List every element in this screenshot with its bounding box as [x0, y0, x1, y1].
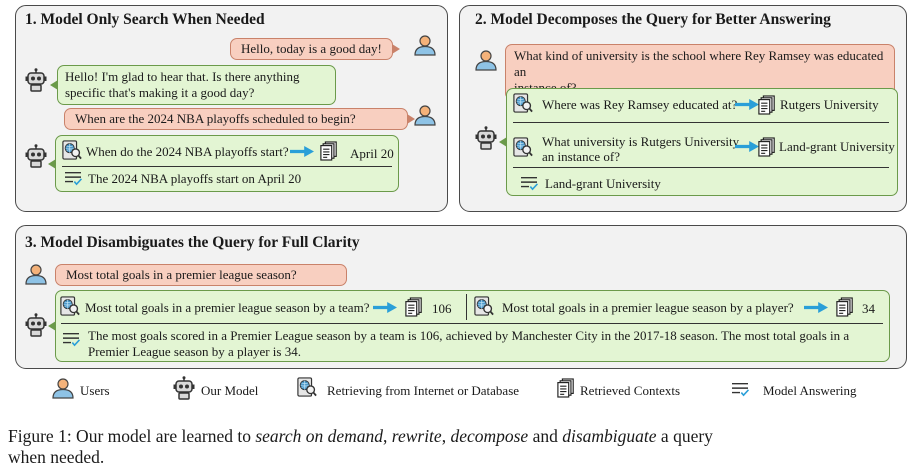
documents-icon — [320, 141, 338, 161]
documents-icon — [836, 297, 854, 317]
panel1-model-text-line2: specific that's making it a good day? — [65, 85, 255, 100]
documents-icon — [405, 297, 423, 317]
robot-icon — [474, 126, 498, 150]
caption-prefix: Figure 1: Our model are learned to — [8, 426, 256, 446]
panel1-user-bubble-2: When are the 2024 NBA playoffs scheduled… — [64, 108, 415, 130]
panel2-sub1-result: Rutgers University — [780, 97, 879, 112]
answer-icon — [519, 175, 539, 191]
panel2-answer-text: Land-grant University — [545, 176, 661, 191]
retrieve-icon — [474, 296, 494, 316]
panel3-title: 3. Model Disambiguates the Query for Ful… — [25, 234, 360, 251]
panel3-sub1-result: 106 — [432, 301, 452, 316]
panel3-answer-line2: Premier League season by a player is 34. — [88, 344, 301, 359]
panel3-sub1-text: Most total goals in a premier league sea… — [85, 300, 370, 315]
robot-icon — [172, 376, 196, 400]
documents-icon — [758, 95, 776, 115]
legend-model: Our Model — [201, 383, 259, 398]
panel1-query-text: When do the 2024 NBA playoffs start? — [86, 144, 289, 159]
panel1-retrieved-text: April 20 — [350, 146, 394, 161]
panel1-divider — [62, 166, 392, 167]
caption-term-decompose: decompose — [450, 426, 529, 446]
legend-contexts: Retrieved Contexts — [580, 383, 681, 398]
panel1-model-text-line1: Hello! I'm glad to hear that. Is there a… — [65, 69, 300, 84]
arrow-icon — [735, 99, 759, 110]
panel1-model-retrieval-bubble — [48, 135, 399, 192]
panel3-user-text: Most total goals in a premier league sea… — [66, 267, 297, 282]
panel3-sub2-text: Most total goals in a premier league sea… — [502, 300, 794, 315]
user-icon — [474, 49, 498, 71]
panel2-sub2-text-line2: an instance of? — [542, 149, 620, 164]
panel2-sub2-result: Land-grant University — [779, 139, 895, 154]
caption-sep-1: , — [383, 426, 392, 446]
caption-sep-2: , — [441, 426, 451, 446]
user-icon — [413, 34, 437, 56]
retrieve-icon — [513, 93, 533, 113]
user-icon — [413, 104, 437, 126]
caption-term-rewrite: rewrite — [391, 426, 442, 446]
robot-icon — [24, 313, 48, 337]
panel2-divider-2 — [513, 167, 889, 168]
panel2-sub2-text-line1: What university is Rutgers University — [542, 134, 740, 149]
retrieve-icon — [513, 137, 533, 157]
answer-icon — [63, 170, 83, 186]
legend-retrieving: Retrieving from Internet or Database — [327, 383, 520, 398]
retrieve-icon — [297, 377, 317, 397]
documents-icon — [557, 378, 575, 398]
panel2-title: 2. Model Decomposes the Query for Better… — [475, 11, 831, 28]
retrieve-icon — [62, 140, 82, 160]
panel1-user-text-1: Hello, today is a good day! — [241, 41, 382, 56]
panel1-user-text-2: When are the 2024 NBA playoffs scheduled… — [75, 111, 356, 126]
panel2-divider-1 — [513, 122, 889, 123]
robot-icon — [24, 144, 48, 168]
legend-answering: Model Answering — [763, 383, 857, 398]
panel1-user-bubble-1: Hello, today is a good day! — [230, 38, 400, 60]
panel3-answer-line1: The most goals scored in a Premier Leagu… — [88, 328, 850, 343]
panel2-user-text-line1: What kind of university is the school wh… — [514, 48, 884, 79]
arrow-icon — [804, 302, 828, 313]
arrow-icon — [373, 302, 397, 313]
caption-line2: when needed. — [8, 447, 105, 467]
panel2-sub1-text: Where was Rey Ramsey educated at? — [542, 97, 738, 112]
caption-term-search: search on demand — [255, 426, 384, 446]
legend-users: Users — [80, 383, 110, 398]
arrow-icon — [290, 146, 314, 157]
panel3-sub2-result: 34 — [862, 301, 875, 316]
answer-icon — [730, 381, 750, 397]
panel2-model-bubble — [499, 88, 898, 196]
retrieve-icon — [60, 296, 80, 316]
panel3-user-bubble: Most total goals in a premier league sea… — [55, 264, 347, 286]
panel1-title: 1. Model Only Search When Needed — [25, 11, 265, 28]
panel3-vertical-divider — [466, 294, 467, 320]
robot-icon — [24, 68, 48, 92]
caption-sep-3: and — [528, 426, 563, 446]
panel1-model-bubble: Hello! I'm glad to hear that. Is there a… — [50, 65, 336, 105]
panel3-model-bubble — [48, 290, 890, 362]
figure-caption: Figure 1: Our model are learned to searc… — [8, 426, 913, 468]
panel3-divider — [61, 323, 883, 324]
caption-suffix: a query — [656, 426, 713, 446]
documents-icon — [758, 137, 776, 157]
user-icon — [51, 377, 75, 399]
user-icon — [24, 263, 48, 285]
arrow-icon — [735, 141, 759, 152]
caption-term-disambiguate: disambiguate — [562, 426, 657, 446]
answer-icon — [61, 331, 81, 347]
panel1-answer-text: The 2024 NBA playoffs start on April 20 — [88, 171, 302, 186]
